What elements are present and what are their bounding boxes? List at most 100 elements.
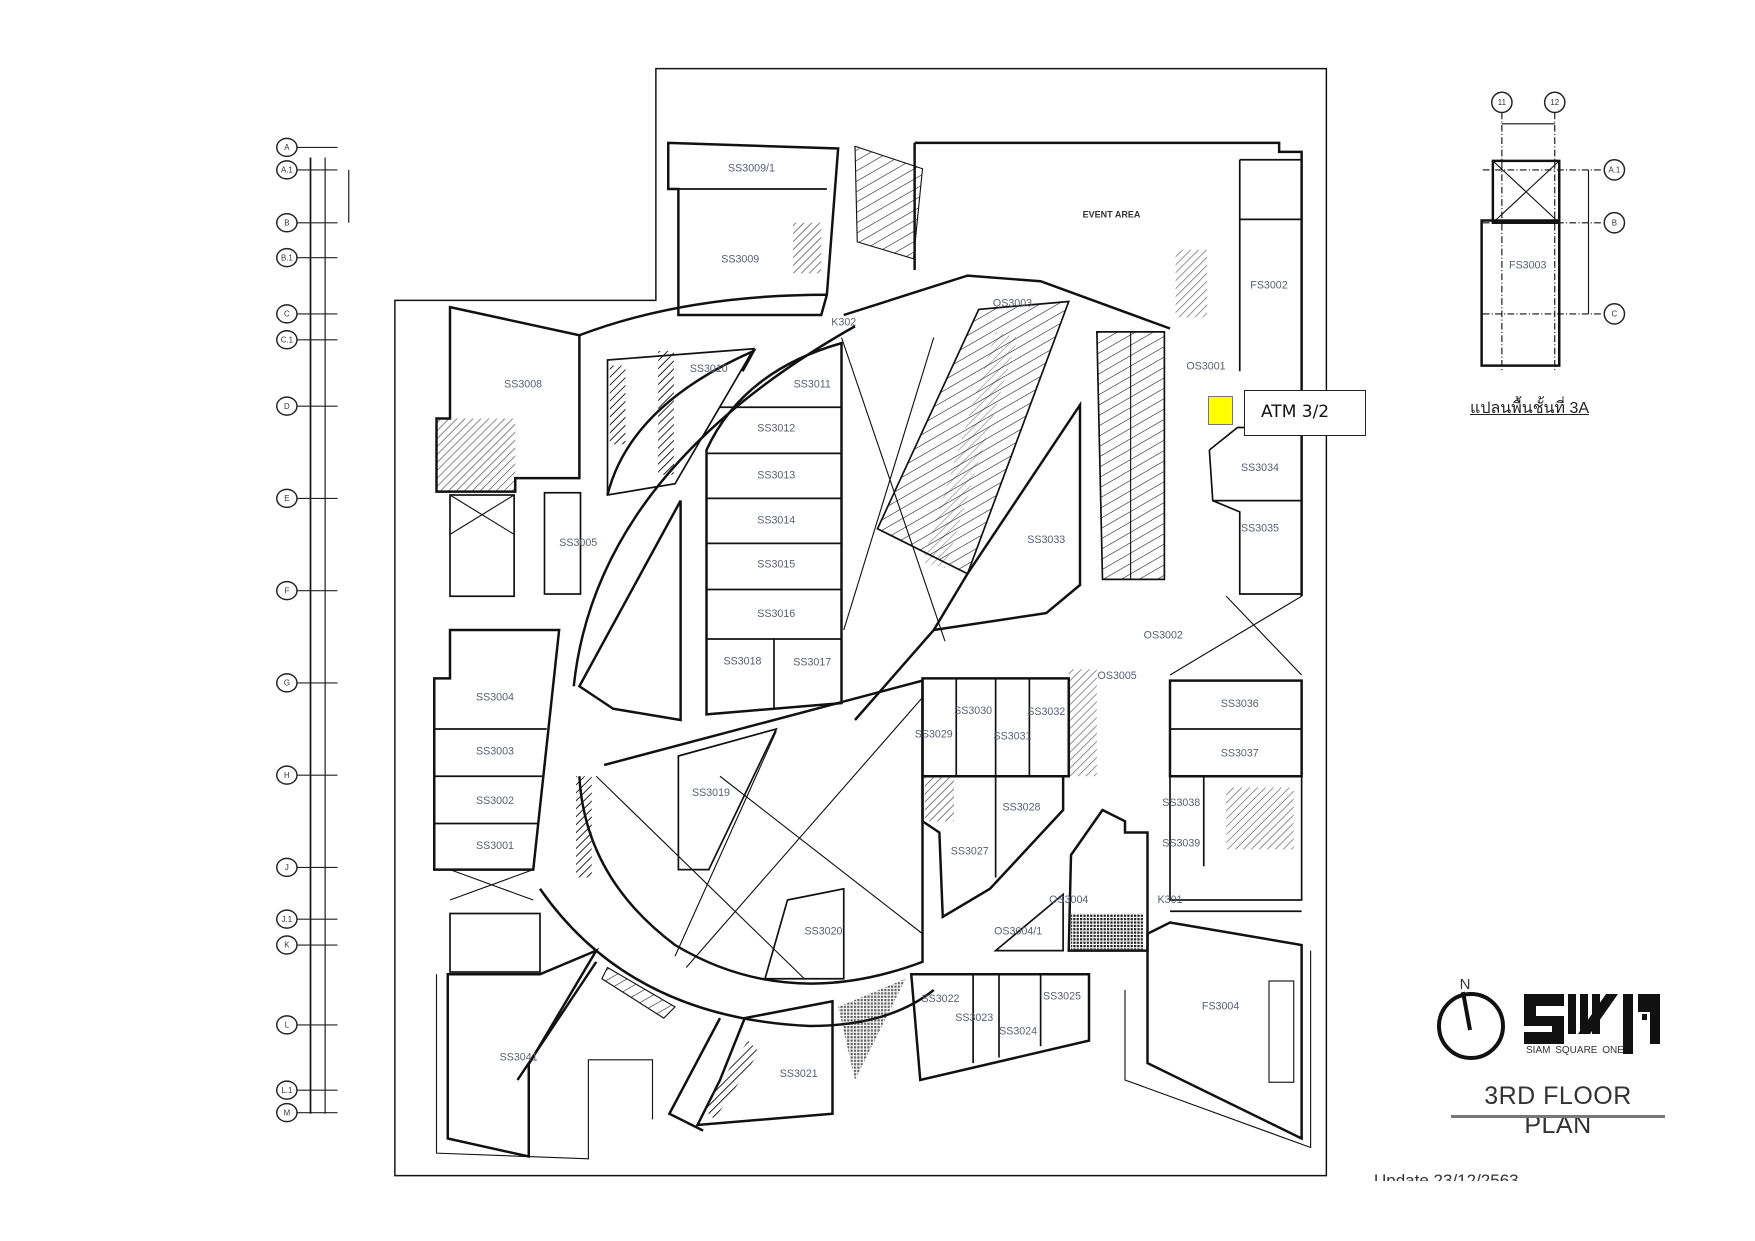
stair-north bbox=[854, 145, 924, 260]
room-label: SS3009/1 bbox=[728, 163, 775, 175]
update-date: Update 23/12/2563 bbox=[1374, 1171, 1519, 1181]
room-label: SS3010 bbox=[690, 363, 728, 375]
inset-title: แปลนพื้นชั้นที่ 3A bbox=[1470, 400, 1590, 417]
room-label: OS3002 bbox=[1144, 629, 1183, 641]
grid-row-label: B bbox=[284, 218, 289, 227]
room-label: SS3022 bbox=[922, 993, 960, 1005]
room-label: SS3038 bbox=[1162, 797, 1200, 809]
room-label: SS3030 bbox=[954, 705, 992, 717]
room-label: SS3027 bbox=[951, 845, 989, 857]
room-label: FS3002 bbox=[1250, 280, 1287, 292]
inset-grid-bubble bbox=[1603, 159, 1626, 181]
room-label: SS3019 bbox=[692, 787, 730, 799]
room-label: SS3025 bbox=[1043, 991, 1081, 1003]
room-label: SS3001 bbox=[476, 840, 514, 852]
room-label: SS3012 bbox=[757, 422, 795, 434]
toilet-block-east bbox=[1169, 775, 1303, 901]
room-label: SS3041 bbox=[500, 1051, 538, 1063]
grid-row-label: L bbox=[285, 1021, 290, 1030]
inset-plan-3a: 11 12A.1B C FS3003 bbox=[1480, 91, 1626, 372]
grid-row-label: K bbox=[284, 941, 290, 950]
room-label: SS3029 bbox=[915, 728, 953, 740]
grid-row-label: J bbox=[285, 863, 289, 872]
inset-grid-bubble bbox=[1603, 303, 1626, 325]
grid-row-label: A.1 bbox=[281, 166, 293, 175]
page-title: 3RD FLOOR PLAN bbox=[1484, 1082, 1632, 1139]
inset-grid-bubble bbox=[1491, 91, 1513, 114]
inset-grid-label: C bbox=[1612, 310, 1618, 319]
room-label: SS3036 bbox=[1221, 698, 1259, 710]
grid-row-label: B.1 bbox=[281, 253, 293, 262]
grid-row-label: C.1 bbox=[281, 335, 293, 344]
logo-brand-text: SIAM SQUARE ONE bbox=[1526, 1045, 1624, 1056]
room-label: SS3021 bbox=[780, 1068, 818, 1080]
grid-row-label: L.1 bbox=[281, 1086, 292, 1095]
room-label: SS3034 bbox=[1241, 462, 1279, 474]
grid-row-label: F bbox=[284, 586, 289, 595]
room-ss3009 bbox=[667, 141, 840, 317]
room-label: SS3033 bbox=[1027, 534, 1065, 546]
inset-grid-bubble bbox=[1543, 91, 1566, 114]
room-label: SS3024 bbox=[999, 1025, 1037, 1037]
event-area-wall bbox=[914, 141, 1303, 597]
rooms-ss3001-ss3004 bbox=[433, 628, 561, 871]
room-label: SS3008 bbox=[504, 379, 542, 391]
room-label: SS3003 bbox=[476, 745, 514, 757]
corridor-wall-north bbox=[578, 293, 827, 337]
inset-grid-bubble bbox=[1603, 211, 1626, 234]
room-label: K302 bbox=[831, 317, 856, 329]
room-label: OS3003 bbox=[993, 298, 1032, 310]
title-underline bbox=[1451, 1115, 1665, 1118]
room-label: SS3032 bbox=[1027, 706, 1065, 718]
atrium-south-lens bbox=[578, 679, 924, 985]
room-ss3033 bbox=[931, 400, 1082, 632]
room-label: SS3011 bbox=[794, 379, 831, 391]
room-label: SS3023 bbox=[955, 1012, 993, 1024]
room-label: SS3028 bbox=[1003, 802, 1041, 814]
site-boundary bbox=[394, 67, 1328, 1177]
room-label: SS3015 bbox=[757, 559, 795, 571]
room-label: OS3005 bbox=[1098, 670, 1137, 682]
room-label: FS3004 bbox=[1202, 1001, 1239, 1013]
toilet-block bbox=[436, 418, 516, 493]
room-label: SS3035 bbox=[1241, 523, 1279, 535]
room-label: SS3002 bbox=[476, 795, 514, 807]
grid-row-label: D bbox=[284, 402, 290, 411]
room-label: K301 bbox=[1158, 894, 1183, 906]
room-label: OS3004/1 bbox=[994, 925, 1042, 937]
grid-row-label: A bbox=[284, 143, 290, 152]
room-label: SS3020 bbox=[805, 925, 843, 937]
grid-row-label: J.1 bbox=[282, 915, 292, 924]
room-label: EVENT AREA bbox=[1083, 209, 1141, 219]
room-label: OS3001 bbox=[1186, 361, 1225, 373]
room-label: SS3037 bbox=[1221, 748, 1259, 760]
room-label: SS3014 bbox=[757, 515, 795, 527]
room-label: SS3004 bbox=[476, 691, 514, 703]
rooms-ss3011-ss3018 bbox=[705, 341, 843, 716]
room-fs3004 bbox=[1146, 921, 1303, 1141]
room-label: SS3013 bbox=[757, 470, 795, 482]
inset-grid-label: A.1 bbox=[1608, 166, 1620, 175]
room-label: OS3004 bbox=[1049, 894, 1088, 906]
grid-row-label: E bbox=[284, 494, 289, 503]
inset-grid-label: B bbox=[1612, 218, 1617, 227]
inset-grid-label: 11 bbox=[1498, 98, 1506, 107]
rooms-ss3022-ss3025 bbox=[909, 973, 1091, 1082]
atm-marker[interactable] bbox=[1208, 396, 1233, 425]
grid-row-label: H bbox=[284, 771, 290, 780]
room-label: SS3017 bbox=[793, 656, 831, 668]
room-label: SS3005 bbox=[559, 537, 597, 549]
room-label: SS3018 bbox=[724, 655, 762, 667]
room-label: SS3016 bbox=[757, 608, 795, 620]
inset-room-label: FS3003 bbox=[1509, 259, 1546, 271]
room-label: SS3009 bbox=[721, 254, 759, 266]
grid-row-label: C bbox=[284, 310, 290, 319]
north-label: N bbox=[1460, 976, 1471, 993]
inset-grid-label: 12 bbox=[1550, 98, 1559, 107]
room-ss3005 bbox=[543, 491, 582, 595]
room-label: SS3039 bbox=[1162, 838, 1200, 850]
grid-row-label: M bbox=[284, 1108, 291, 1117]
room-label: SS3031 bbox=[994, 731, 1032, 743]
siam-square-one-logo bbox=[1524, 994, 1660, 1054]
